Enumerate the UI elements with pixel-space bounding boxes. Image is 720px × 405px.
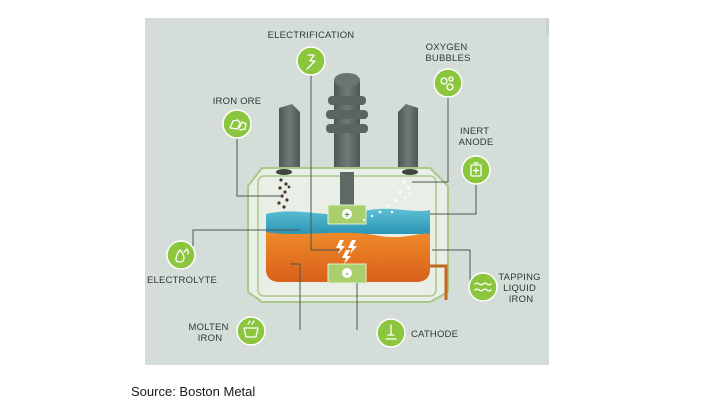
left-electrode-post xyxy=(279,104,300,168)
battery-icon xyxy=(470,162,482,177)
central-electrode-stack xyxy=(326,73,368,170)
droplets-icon xyxy=(175,248,189,263)
bubbles-icon xyxy=(440,76,454,91)
molten-iron-badge xyxy=(236,316,266,346)
label-molten-iron: MOLTEN IRON xyxy=(189,322,232,344)
current-bolts-icon xyxy=(336,240,357,264)
source-caption: Source: Boston Metal xyxy=(131,384,256,399)
corner-mark xyxy=(546,18,549,36)
inert-anode-badge xyxy=(461,155,491,185)
electrification-badge xyxy=(296,46,326,76)
label-cathode: CATHODE xyxy=(411,329,458,340)
anode-sign: + xyxy=(344,210,349,220)
crucible-icon xyxy=(243,320,259,338)
iron-ore-badge xyxy=(222,109,252,139)
oxygen-bubbles xyxy=(362,180,412,222)
label-oxygen-bubbles: OXYGEN BUBBLES xyxy=(425,42,470,64)
electrode-icon xyxy=(385,324,397,340)
label-tapping-liquid-iron: TAPPING LIQUID IRON xyxy=(498,272,543,305)
cathode-badge xyxy=(376,318,406,348)
flow-wave-icon xyxy=(474,282,492,292)
tapping-spout xyxy=(430,264,448,300)
iron-ore-particles xyxy=(277,178,291,209)
label-inert-anode: INERT ANODE xyxy=(459,126,494,148)
oxygen-bubbles-badge xyxy=(433,68,463,98)
lightning-bulb-icon xyxy=(306,54,316,70)
ore-rocks-icon xyxy=(229,119,247,131)
cathode-sign: - xyxy=(346,269,349,279)
tapping-liquid-iron-badge xyxy=(468,272,498,302)
right-electrode-post xyxy=(398,104,418,168)
label-electrolyte: ELECTROLYTE xyxy=(147,275,217,286)
electrolyte-badge xyxy=(166,240,196,270)
label-electrification: ELECTRIFICATION xyxy=(268,30,355,41)
electrolysis-cell: + - xyxy=(247,167,449,303)
label-iron-ore: IRON ORE xyxy=(213,96,262,107)
